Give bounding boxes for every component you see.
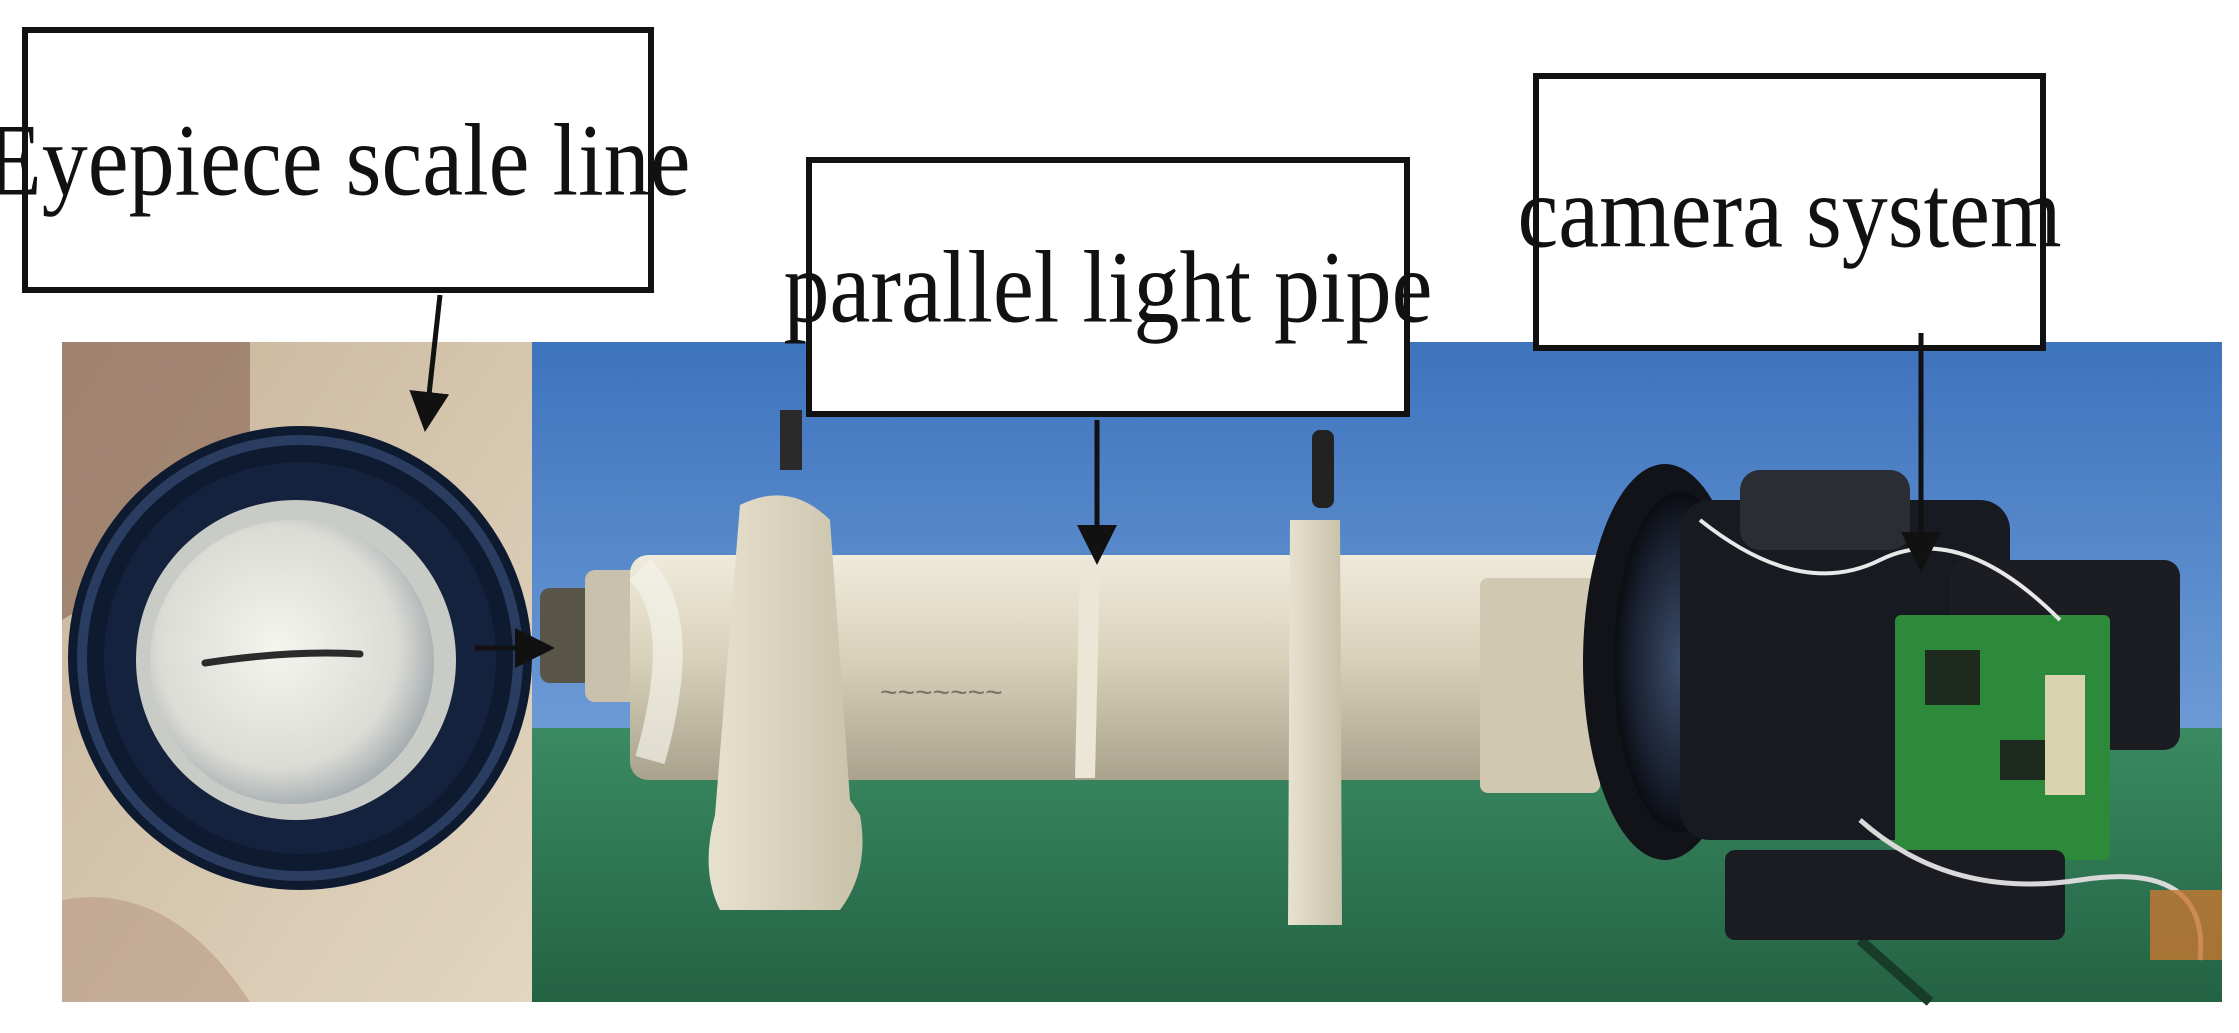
svg-text:~~~~~~~: ~~~~~~~ — [880, 676, 1003, 709]
eyepiece-photo — [62, 342, 532, 1002]
eyepiece-label-box: Eyepiece scale line — [0, 27, 690, 293]
camera-label: camera system — [1517, 154, 2062, 270]
bench-photo: ~~~~~~~ — [532, 342, 2222, 1006]
eyepiece-label: Eyepiece scale line — [0, 102, 691, 218]
camera-label-box: camera system — [1517, 73, 2062, 351]
pipe-label: parallel light pipe — [783, 229, 1433, 345]
pipe-label-box: parallel light pipe — [784, 157, 1432, 417]
